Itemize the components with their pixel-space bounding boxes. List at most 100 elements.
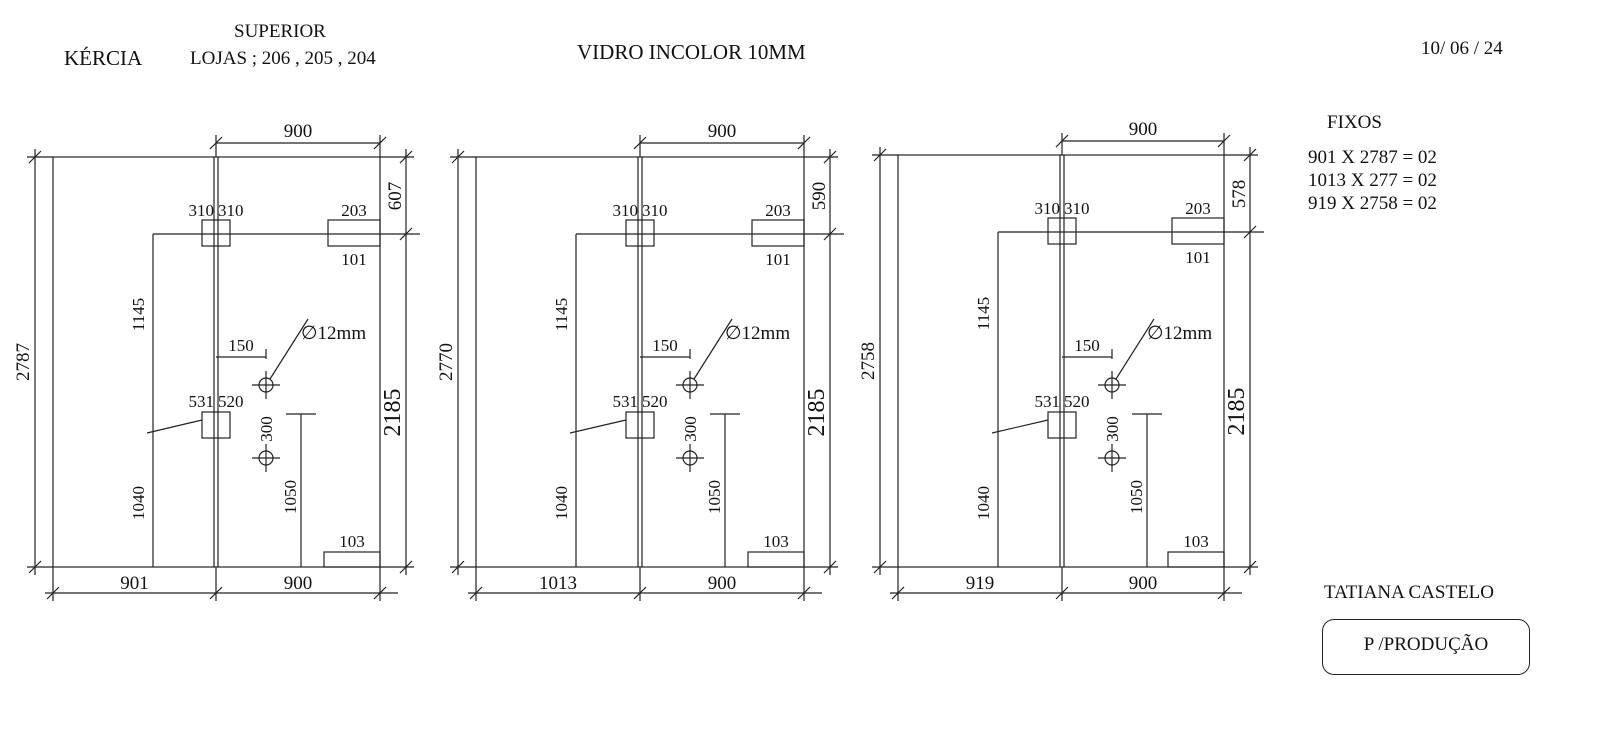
width-right-label: 900: [284, 573, 313, 594]
fixos-item: 919 X 2758 = 02: [1308, 193, 1437, 214]
dimension-tick: [823, 150, 837, 164]
dimension-tick: [373, 586, 387, 600]
dimension-tick: [633, 586, 647, 600]
lock-box: [1171, 217, 1225, 245]
dim-1050-label: 1050: [705, 480, 724, 514]
dimension-tick: [399, 227, 413, 241]
dimension-tick: [209, 136, 223, 150]
top-hinge-box: [201, 219, 231, 247]
hinge-label: 310: [189, 201, 215, 220]
dimension-tick: [451, 150, 465, 164]
dimension-tick: [797, 136, 811, 150]
width-left-label: 1013: [539, 573, 577, 594]
top-hinge-box: [1047, 217, 1077, 245]
dim-1050-label: 1050: [281, 480, 300, 514]
dimension-tick: [46, 586, 60, 600]
hole-leader: [1115, 318, 1155, 380]
panel-outline: [52, 156, 381, 568]
dim-1145-label: 1145: [552, 298, 571, 331]
dimension-tick: [1243, 148, 1257, 162]
foot-box: [1167, 551, 1225, 568]
dimension-tick: [28, 150, 42, 164]
width-left-label: 901: [120, 573, 149, 594]
foot-label: 103: [339, 532, 365, 551]
bottom-hinge-box: [625, 411, 655, 439]
total-height-label: 2758: [858, 342, 879, 380]
lower-hinge-left-label: 531: [613, 392, 639, 411]
floor-level: SUPERIOR: [234, 21, 326, 42]
bottom-hinge-box: [1047, 411, 1077, 439]
dimension-tick: [873, 148, 887, 162]
dimension-tick: [823, 560, 837, 574]
hinge-label: 310: [642, 201, 668, 220]
panel-outline: [897, 154, 1225, 568]
dimension-tick: [209, 586, 223, 600]
lock-bottom-label: 101: [341, 250, 367, 269]
fixos-title: FIXOS: [1327, 112, 1382, 133]
width-left-label: 919: [966, 573, 995, 594]
lower-hinge-right-label: 520: [642, 392, 668, 411]
fixos-item: 901 X 2787 = 02: [1308, 147, 1437, 168]
dimension-tick: [1243, 560, 1257, 574]
foot-box: [747, 551, 805, 568]
dimension-tick: [1217, 586, 1231, 600]
store-list: LOJAS ; 206 , 205 , 204: [190, 48, 376, 69]
hinge-label: 310: [1035, 199, 1061, 218]
client-name: KÉRCIA: [64, 46, 143, 70]
top-right-label: 607: [385, 182, 406, 211]
drawing-date: 10/ 06 / 24: [1421, 38, 1503, 59]
top-right-label: 590: [809, 182, 830, 211]
width-right-label: 900: [708, 573, 737, 594]
lock-bottom-label: 101: [765, 250, 791, 269]
dimension-tick: [873, 560, 887, 574]
dimension-tick: [797, 586, 811, 600]
lock-box: [327, 219, 381, 247]
lower-lead-line: [991, 419, 1049, 434]
hinge-label: 310: [218, 201, 244, 220]
bottom-hinge-box: [201, 411, 231, 439]
right-height-label: 2185: [804, 389, 830, 437]
lower-lead-line: [146, 419, 203, 434]
dimension-tick: [451, 560, 465, 574]
dim-1050-label: 1050: [1127, 480, 1146, 514]
dim-1145-label: 1145: [129, 298, 148, 331]
hole-diameter-label: ∅12mm: [1147, 323, 1212, 344]
fixos-item: 1013 X 277 = 02: [1308, 170, 1437, 191]
dim-1145-label: 1145: [974, 297, 993, 330]
foot-label: 103: [763, 532, 789, 551]
hole-diameter-label: ∅12mm: [301, 323, 366, 344]
total-height-label: 2770: [436, 343, 457, 381]
lock-top-label: 203: [1185, 199, 1211, 218]
stamp-label: P /PRODUÇÃO: [1363, 634, 1489, 655]
dimension-tick: [1055, 586, 1069, 600]
dimension-tick: [633, 136, 647, 150]
lock-top-label: 203: [765, 201, 791, 220]
lock-top-label: 203: [341, 201, 367, 220]
panel-outline: [475, 156, 805, 568]
production-stamp: P /PRODUÇÃO: [1322, 619, 1530, 675]
lower-hinge-left-label: 531: [1035, 392, 1061, 411]
hole-leader: [693, 318, 733, 380]
dim-150-label: 150: [228, 336, 254, 355]
dimension-tick: [399, 560, 413, 574]
dimension-tick: [28, 560, 42, 574]
fixos-list: 901 X 2787 = 02 1013 X 277 = 02 919 X 27…: [1308, 146, 1437, 215]
hinge-label: 310: [613, 201, 639, 220]
lower-hinge-right-label: 520: [1064, 392, 1090, 411]
dimension-tick: [891, 586, 905, 600]
foot-label: 103: [1183, 532, 1209, 551]
top-right-label: 578: [1229, 180, 1250, 209]
dim-300-label: 300: [1103, 416, 1122, 442]
dimension-tick: [399, 150, 413, 164]
total-height-label: 2787: [13, 343, 34, 381]
lock-box: [751, 219, 805, 247]
lower-hinge-right-label: 520: [218, 392, 244, 411]
hole-leader: [269, 318, 309, 380]
lower-lead-line: [569, 419, 627, 434]
dim-1040-label: 1040: [552, 486, 571, 520]
hinge-label: 310: [1064, 199, 1090, 218]
dim-1040-label: 1040: [974, 486, 993, 520]
